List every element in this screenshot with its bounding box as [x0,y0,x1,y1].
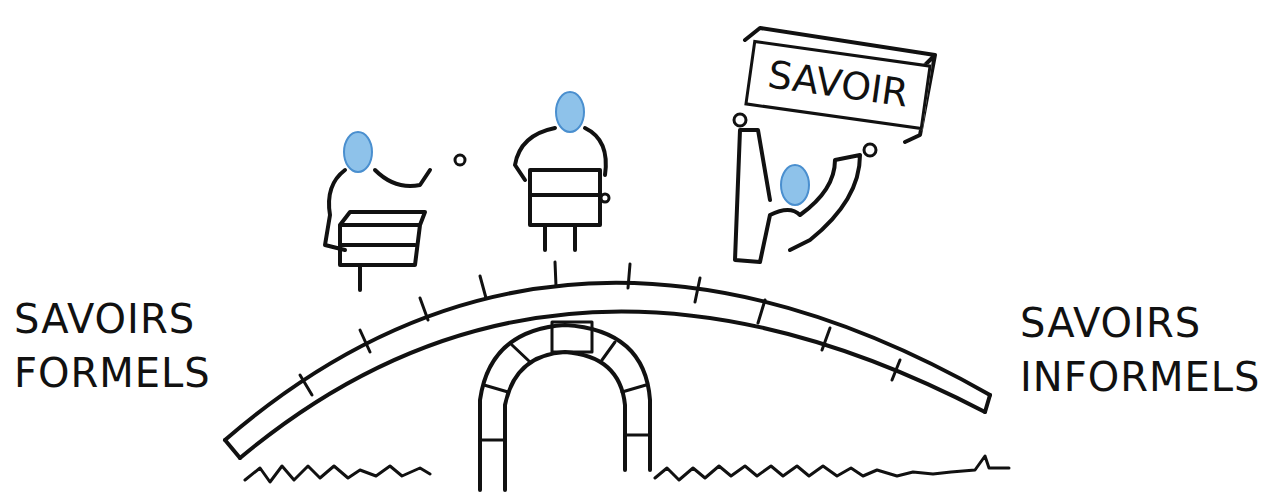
bridge-bottom [240,311,985,458]
figure-hand [601,194,609,202]
figure-hand [864,144,876,156]
carried-box [340,212,425,290]
figure-heads [344,92,809,205]
box-text: SAVOIR [765,54,911,117]
bridge-ends [225,395,990,458]
water [655,456,1009,480]
knowledge-box: SAVOIR [744,40,931,130]
figure-hand [455,155,465,165]
box-depth [745,28,935,142]
figure-body [735,130,860,262]
carried-box [530,170,600,250]
arch-outer [480,325,650,490]
figure-hand [734,114,746,126]
bridge-stones [300,262,900,395]
water [245,466,430,482]
side-label: SAVOIRS FORMELS [14,292,254,400]
side-label: SAVOIRS INFORMELS [1020,296,1282,404]
arch-stones [480,322,650,440]
arch-inner [505,352,625,490]
